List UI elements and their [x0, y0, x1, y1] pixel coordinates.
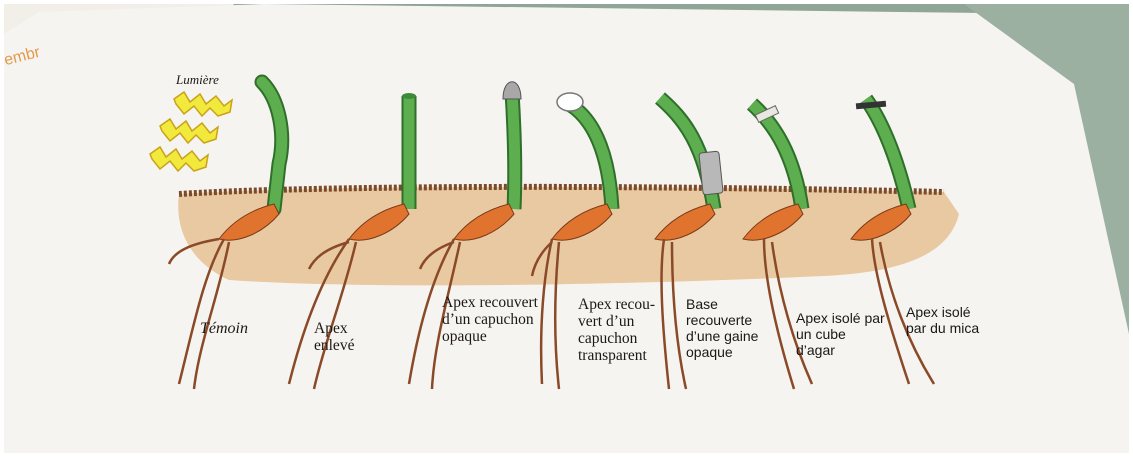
diagram-scene: [4, 4, 1129, 453]
caption-cube-agar: Apex isolé par un cube d’agar: [796, 310, 888, 358]
caption-gaine-opaque: Base recouverte d’une gaine opaque: [686, 296, 784, 360]
caption-temoin: Témoin: [200, 320, 280, 337]
caption-capuchon-opaque: Apex recouvert d’un capuchon opaque: [442, 294, 560, 345]
light-label: Lumière: [176, 72, 219, 88]
photo-frame: embr Lumière Témoin Apex enlevé Apex rec…: [4, 4, 1129, 453]
opaque-sheath-icon: [699, 151, 723, 195]
caption-mica: Apex isolé par du mica: [906, 304, 988, 336]
transparent-cap-icon: [557, 93, 583, 111]
caption-apex-enleve: Apex enlevé: [314, 320, 370, 354]
caption-capuchon-transparent: Apex recou-vert d’un capuchon transparen…: [578, 296, 674, 364]
